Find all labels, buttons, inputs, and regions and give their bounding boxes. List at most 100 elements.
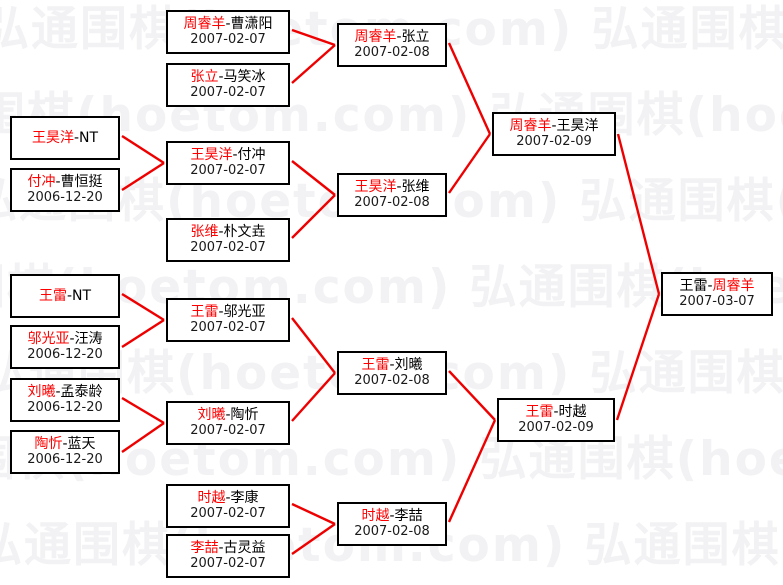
player-separator: - — [55, 383, 61, 400]
match-players: 王雷-时越 — [525, 404, 586, 420]
player-winner: 王雷 — [38, 287, 67, 304]
player-winner: 周睿羊 — [354, 28, 397, 45]
match-node[interactable]: 王昊洋-NT — [10, 116, 120, 160]
bracket-connector — [121, 396, 165, 425]
player-separator: - — [73, 129, 80, 146]
bracket-connector — [291, 44, 336, 84]
match-players: 王雷-NT — [39, 288, 91, 304]
player-winner: 周睿羊 — [509, 117, 552, 134]
player-winner: 王昊洋 — [190, 146, 233, 163]
match-date: 2007-02-07 — [190, 240, 266, 256]
match-players: 陶忻-蓝天 — [34, 436, 95, 452]
player-separator: - — [551, 117, 557, 134]
player-separator: - — [225, 15, 231, 32]
player-loser: 张维 — [401, 178, 430, 195]
match-date: 2007-02-08 — [354, 195, 430, 211]
match-players: 时越-李康 — [197, 490, 258, 506]
player-separator: - — [55, 173, 61, 190]
match-date: 2007-02-07 — [190, 163, 266, 179]
player-loser: 刘曦 — [394, 356, 423, 373]
bracket-connector — [121, 422, 165, 453]
player-separator: - — [62, 435, 68, 452]
player-winner: 张立 — [190, 68, 219, 85]
match-players: 王雷-邬光亚 — [190, 304, 265, 320]
bracket-connector — [447, 42, 492, 135]
player-winner: 王雷 — [525, 403, 554, 420]
player-separator: - — [225, 489, 231, 506]
match-players: 王昊洋-NT — [32, 130, 98, 146]
player-separator: - — [218, 303, 224, 320]
match-players: 付冲-曹恒挺 — [27, 174, 102, 190]
match-date: 2007-02-07 — [190, 32, 266, 48]
player-loser: 王雷 — [679, 277, 708, 294]
player-loser: NT — [79, 129, 99, 146]
match-date: 2007-03-07 — [679, 294, 755, 310]
player-loser: 汪涛 — [74, 330, 103, 347]
bracket-connector — [291, 194, 336, 239]
bracket-connector — [291, 523, 336, 555]
match-players: 张维-朴文垚 — [190, 224, 265, 240]
player-loser: 李喆 — [394, 507, 423, 524]
match-players: 邬光亚-汪涛 — [27, 331, 102, 347]
bracket-connector — [121, 292, 165, 322]
bracket-connector — [615, 293, 661, 421]
player-winner: 周睿羊 — [712, 277, 755, 294]
player-winner: 王昊洋 — [354, 178, 397, 195]
player-loser: 张立 — [401, 28, 430, 45]
bracket-connector — [291, 502, 336, 526]
player-winner: 王雷 — [190, 303, 219, 320]
player-winner: 邬光亚 — [27, 330, 70, 347]
match-date: 2007-02-07 — [190, 423, 266, 439]
match-players: 王雷-刘曦 — [361, 357, 422, 373]
bracket-connector — [121, 161, 165, 192]
bracket-connector — [121, 318, 165, 349]
player-winner: 陶忻 — [34, 435, 63, 452]
match-date: 2006-12-20 — [27, 452, 103, 468]
player-winner: 李喆 — [190, 539, 219, 556]
match-players: 王昊洋-付冲 — [190, 147, 265, 163]
player-loser: 陶忻 — [230, 406, 259, 423]
match-players: 王昊洋-张维 — [354, 179, 429, 195]
player-winner: 王昊洋 — [31, 129, 74, 146]
bracket-connector — [291, 28, 336, 47]
player-separator: - — [396, 28, 402, 45]
match-date: 2007-02-07 — [190, 320, 266, 336]
player-winner: 时越 — [197, 489, 226, 506]
match-date: 2007-02-07 — [190, 556, 266, 572]
match-date: 2007-02-07 — [190, 506, 266, 522]
player-loser: 马笑冰 — [223, 68, 266, 85]
player-separator: - — [396, 178, 402, 195]
player-loser: 付冲 — [237, 146, 266, 163]
match-date: 2007-02-09 — [516, 134, 592, 150]
player-loser: 蓝天 — [67, 435, 96, 452]
match-date: 2006-12-20 — [27, 400, 103, 416]
player-separator: - — [707, 277, 713, 294]
match-node[interactable]: 王雷-NT — [10, 274, 120, 318]
player-separator: - — [218, 68, 224, 85]
match-players: 李喆-古灵益 — [190, 540, 265, 556]
match-date: 2007-02-09 — [518, 420, 594, 436]
player-winner: 刘曦 — [197, 406, 226, 423]
